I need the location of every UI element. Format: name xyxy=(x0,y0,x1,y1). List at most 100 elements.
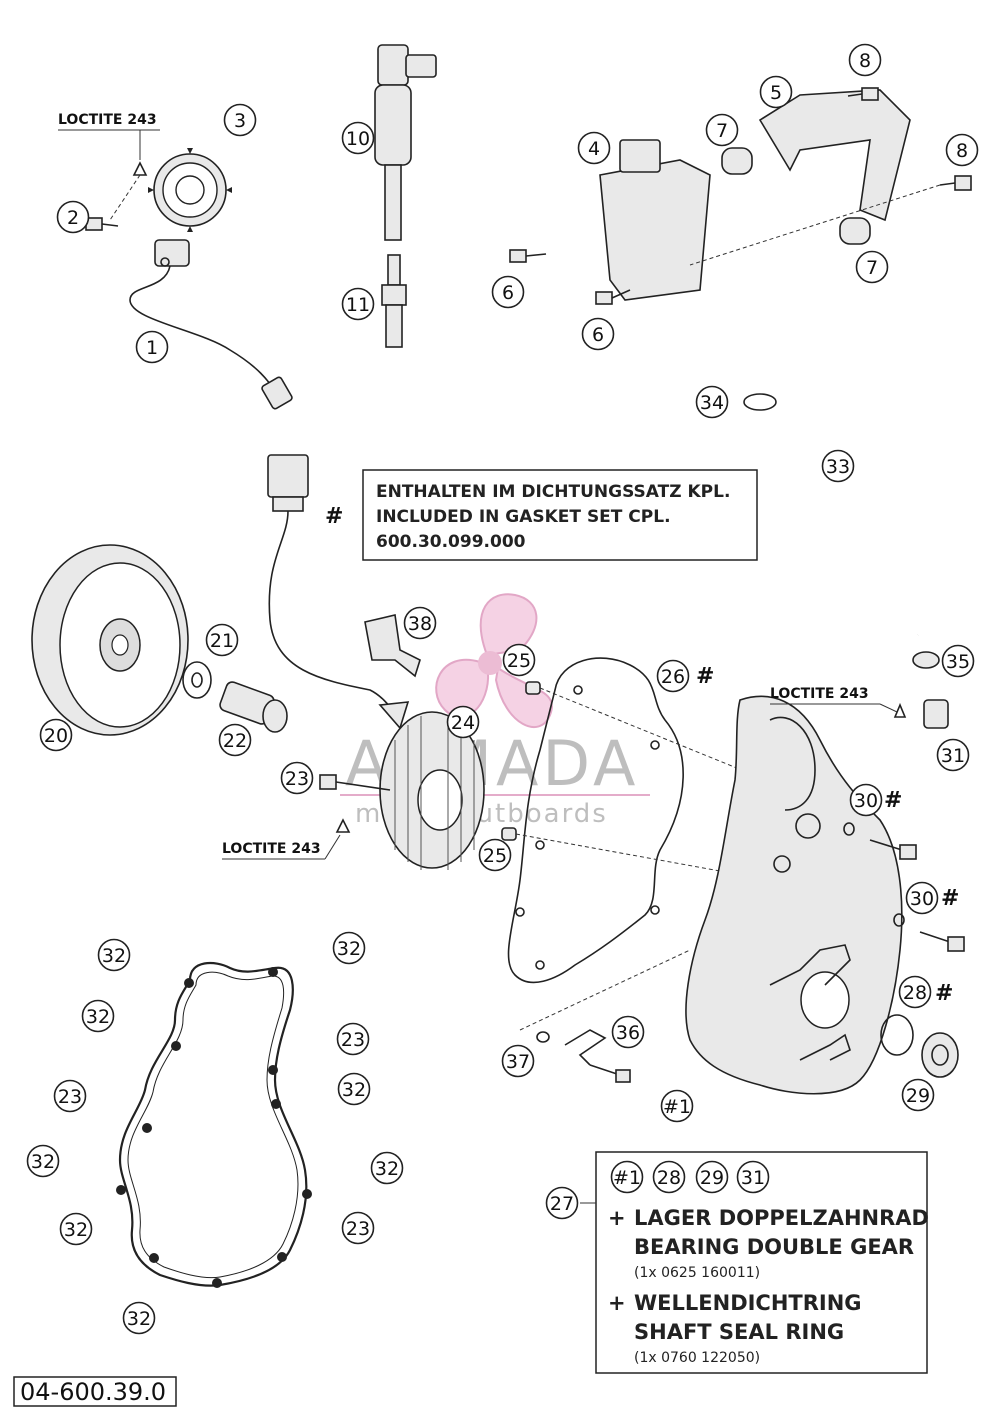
callout-32: 32 xyxy=(122,1301,156,1335)
kit-item1-qty: (1x 0625 160011) xyxy=(634,1265,760,1281)
svg-text:32: 32 xyxy=(337,938,361,960)
oring-28-part xyxy=(880,1014,914,1056)
callout-21: 21 xyxy=(205,623,239,657)
callout-31: 31 xyxy=(736,1160,770,1194)
ignition-coil-part xyxy=(374,44,437,241)
loctite-drop-icon-2 xyxy=(335,818,351,833)
washer-37-part xyxy=(536,1031,550,1043)
svg-text:25: 25 xyxy=(483,845,507,867)
screw-8-upper xyxy=(847,87,879,101)
kit-plus-2: + xyxy=(608,1291,626,1315)
callout-32: 32 xyxy=(59,1212,93,1246)
flywheel-part xyxy=(31,544,189,736)
callout-38: 38 xyxy=(403,606,437,640)
svg-text:34: 34 xyxy=(700,392,724,414)
callout-20: 20 xyxy=(39,718,73,752)
svg-text:30: 30 xyxy=(910,888,934,910)
callout-30: 30 xyxy=(905,881,939,915)
kit-item2-de: WELLENDICHTRING xyxy=(634,1291,862,1315)
spark-plug-part xyxy=(381,254,407,348)
hose-clamp-part xyxy=(743,393,777,411)
loctite-label-3: LOCTITE 243 xyxy=(770,686,869,702)
callout-23: 23 xyxy=(53,1079,87,1113)
gasket-note-line2: INCLUDED IN GASKET SET CPL. xyxy=(376,507,671,527)
callout-27: 27 xyxy=(545,1186,579,1220)
svg-text:1: 1 xyxy=(146,337,158,359)
kit-item1-en: BEARING DOUBLE GEAR xyxy=(634,1235,914,1259)
callout-4: 4 xyxy=(577,131,611,165)
svg-text:11: 11 xyxy=(346,294,370,316)
svg-text:8: 8 xyxy=(859,50,871,72)
callout-32: 32 xyxy=(81,999,115,1033)
dowel-25-lower xyxy=(501,827,517,841)
svg-text:21: 21 xyxy=(210,630,234,652)
callout-28: 28 xyxy=(652,1160,686,1194)
callout-32: 32 xyxy=(26,1144,60,1178)
callout-37: 37 xyxy=(501,1044,535,1078)
svg-text:26: 26 xyxy=(661,666,685,688)
svg-text:29: 29 xyxy=(700,1167,724,1189)
hash-mark-1: # xyxy=(696,664,714,689)
gasket-note-line1: ENTHALTEN IM DICHTUNGSSATZ KPL. xyxy=(376,482,730,502)
fitting-31-part xyxy=(893,699,949,729)
gasket-note-line3: 600.30.099.000 xyxy=(376,532,526,552)
hash-mark-2: # xyxy=(884,788,902,813)
callout-layer: 1234566778810112021222324252526303028293… xyxy=(26,43,979,1335)
callout-30: 30 xyxy=(849,783,883,817)
svg-text:#1: #1 xyxy=(663,1096,691,1118)
callout-33: 33 xyxy=(821,449,855,483)
rubber-grommet-lower xyxy=(839,217,871,245)
svg-text:35: 35 xyxy=(946,651,970,673)
trigger-wheel-part xyxy=(148,148,232,232)
loctite-drop-icon xyxy=(132,161,148,176)
propeller-icon xyxy=(435,593,553,728)
svg-text:32: 32 xyxy=(86,1006,110,1028)
callout-23: 23 xyxy=(341,1211,375,1245)
svg-text:6: 6 xyxy=(592,324,604,346)
svg-text:23: 23 xyxy=(58,1086,82,1108)
svg-text:37: 37 xyxy=(506,1051,530,1073)
callout-36: 36 xyxy=(611,1015,645,1049)
callout-6: 6 xyxy=(491,275,525,309)
plug-29-part xyxy=(921,1032,959,1078)
callout-8: 8 xyxy=(945,133,979,167)
screw-6-lower xyxy=(595,289,631,305)
callout-32: 32 xyxy=(332,931,366,965)
callout-3: 3 xyxy=(223,103,257,137)
svg-text:8: 8 xyxy=(956,140,968,162)
lower-gasket-part xyxy=(116,961,312,1288)
svg-text:20: 20 xyxy=(44,725,68,747)
callout-hash1: #1 xyxy=(660,1089,694,1123)
svg-text:10: 10 xyxy=(346,128,370,150)
svg-text:32: 32 xyxy=(127,1308,151,1330)
svg-text:23: 23 xyxy=(341,1029,365,1051)
hash-marks-layer: #### xyxy=(696,664,959,1006)
svg-text:32: 32 xyxy=(102,945,126,967)
kit-item2-qty: (1x 0760 122050) xyxy=(634,1350,760,1366)
stator-connector-part xyxy=(267,454,410,730)
stator-part xyxy=(379,711,485,870)
cover-screw-30-lower xyxy=(893,913,965,952)
callout-7: 7 xyxy=(855,250,889,284)
callout-11: 11 xyxy=(341,287,375,321)
screw-6-left xyxy=(509,249,547,263)
loctite-label-1: LOCTITE 243 xyxy=(58,112,157,128)
plug-35-part xyxy=(912,651,940,669)
svg-text:31: 31 xyxy=(741,1167,765,1189)
svg-text:6: 6 xyxy=(502,282,514,304)
svg-text:27: 27 xyxy=(550,1193,574,1215)
callout-1: 1 xyxy=(135,330,169,364)
svg-text:3: 3 xyxy=(234,110,246,132)
svg-text:5: 5 xyxy=(770,82,782,104)
rubber-grommet-upper xyxy=(721,147,753,175)
svg-text:24: 24 xyxy=(451,712,475,734)
callout-23: 23 xyxy=(280,761,314,795)
svg-text:4: 4 xyxy=(588,138,600,160)
screw-2-part xyxy=(85,217,119,231)
cover-screw-30-upper xyxy=(843,822,917,860)
bracket-part xyxy=(758,89,911,222)
svg-text:36: 36 xyxy=(616,1022,640,1044)
svg-text:#1: #1 xyxy=(613,1167,641,1189)
callout-hash1: #1 xyxy=(610,1160,644,1194)
